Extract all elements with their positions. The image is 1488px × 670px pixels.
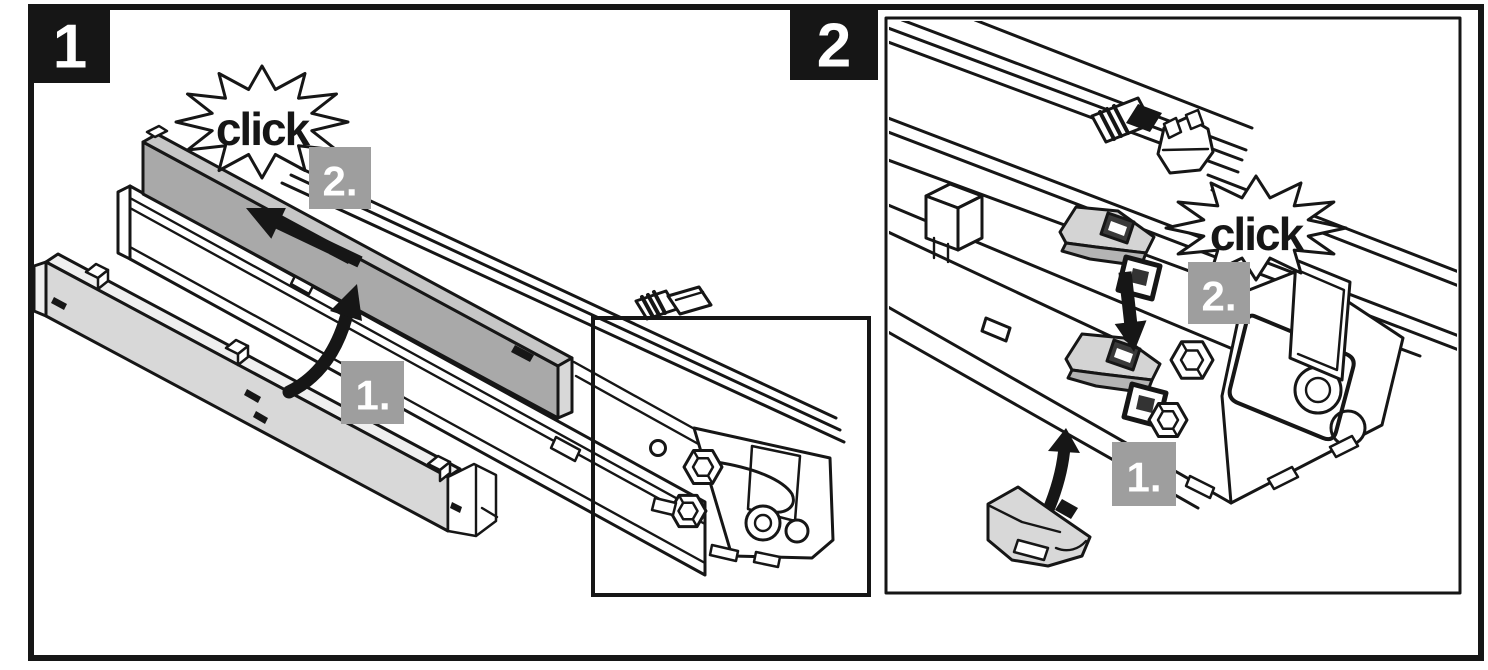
click-label: click bbox=[1210, 208, 1305, 260]
click-burst bbox=[174, 64, 350, 180]
cabinet-profile-end bbox=[1128, 252, 1405, 505]
damper-unit bbox=[634, 285, 713, 321]
clip-slot bbox=[1012, 538, 1050, 562]
panel-1-number: 1 bbox=[53, 13, 87, 82]
rail-end-cap bbox=[556, 356, 574, 420]
panel-2-frame bbox=[884, 16, 1462, 595]
rail-clip-tab bbox=[224, 338, 250, 367]
damper-cylinder bbox=[1090, 96, 1162, 144]
step-badge-2 bbox=[1188, 262, 1250, 324]
click-label: click bbox=[216, 103, 311, 155]
step-badge-1 bbox=[341, 361, 404, 424]
front-fixing-rail bbox=[141, 124, 574, 420]
slide-left-arrow bbox=[246, 208, 363, 268]
rotate-up-arrow bbox=[282, 284, 362, 399]
rail-hook-end bbox=[446, 462, 498, 538]
panel-2-number-plate bbox=[790, 8, 878, 80]
roller bbox=[784, 518, 810, 544]
rail-clip-tab bbox=[426, 454, 452, 483]
step-badge-2-label: 2. bbox=[1201, 273, 1236, 320]
step-badge-1-label: 1. bbox=[1126, 454, 1161, 501]
hex-fastener bbox=[668, 493, 708, 529]
panel-1-number-plate bbox=[30, 5, 110, 83]
panel-2-illustration: click 2. 1. bbox=[889, 21, 1457, 568]
click-burst bbox=[1164, 174, 1348, 282]
hook-bracket bbox=[1156, 108, 1215, 175]
panel-1-illustration: click 2. 1. bbox=[32, 64, 871, 597]
outer-frame bbox=[28, 4, 1484, 661]
hex-fastener bbox=[1169, 340, 1215, 380]
drawer-rail-edges bbox=[280, 166, 846, 448]
hex-fastener bbox=[682, 449, 724, 485]
step-badge-1 bbox=[1112, 442, 1176, 506]
cabinet-profile bbox=[116, 184, 707, 577]
mounting-bracket bbox=[924, 182, 984, 264]
lever-wire bbox=[714, 460, 795, 514]
screw-hole bbox=[649, 439, 667, 457]
roller bbox=[744, 504, 782, 542]
end-tab bbox=[650, 496, 678, 517]
back-plate bbox=[1288, 258, 1352, 382]
step-badge-2-label: 2. bbox=[322, 158, 357, 205]
hex-fastener bbox=[1147, 402, 1189, 438]
release-clip bbox=[986, 485, 1092, 568]
slide-end-detail bbox=[649, 426, 835, 569]
step-badge-2 bbox=[309, 147, 371, 209]
press-down-arrow bbox=[1114, 271, 1147, 352]
rail-clip-tab bbox=[84, 262, 110, 291]
detail-callout-box bbox=[591, 316, 871, 597]
panel-2-number: 2 bbox=[817, 12, 851, 81]
profile-slot bbox=[980, 316, 1012, 343]
profile-slot bbox=[549, 435, 582, 463]
step-badge-1-label: 1. bbox=[355, 372, 390, 419]
rail-top-tab bbox=[145, 124, 169, 139]
